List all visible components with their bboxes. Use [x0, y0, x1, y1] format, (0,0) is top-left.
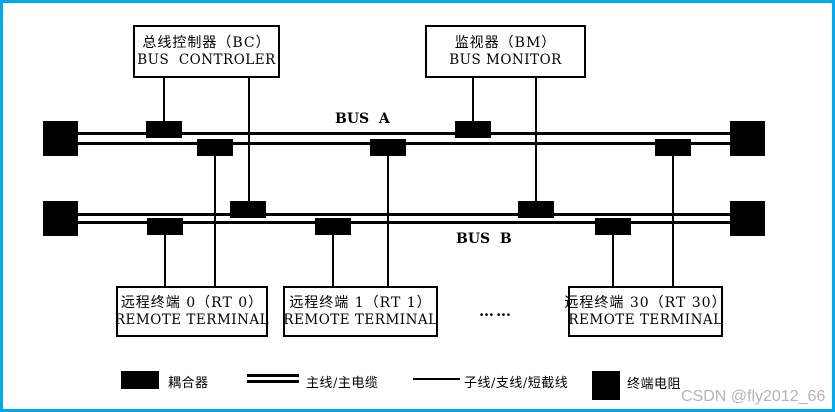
stub-bc-to-bus-a [163, 78, 165, 121]
coupler-rt30-bus-a [655, 139, 691, 156]
terminator-resistor-bus-b-right [730, 201, 765, 236]
stub-bm-to-bus-b [535, 78, 537, 201]
legend-label-main-line: 主线/主电缆 [306, 376, 379, 391]
coupler-rt0-bus-b [147, 218, 183, 235]
terminator-swatch-icon [592, 371, 620, 400]
ellipsis-dots: …… [479, 302, 513, 320]
csdn-watermark: CSDN @fly2012_66 [681, 388, 826, 405]
stub-rt30-to-bus-b [612, 235, 614, 286]
stub-rt30-to-bus-a [672, 156, 674, 286]
bus-a-line-upper [76, 132, 731, 135]
main-line-swatch-icon [247, 374, 299, 377]
stub-bc-to-bus-b [248, 78, 250, 201]
stub-rt0-to-bus-a [214, 156, 216, 286]
main-line-swatch-icon [247, 380, 299, 383]
coupler-bc-bus-b [230, 201, 266, 218]
remote-terminal-30-box: 远程终端 30（RT 30） REMOTE TERMINAL [564, 286, 726, 337]
stub-rt0-to-bus-b [164, 235, 166, 286]
bus-monitor-label-cn: 监视器（BM） [454, 34, 557, 51]
remote-terminal-0-label-cn: 远程终端 0（RT 0） [120, 294, 264, 311]
bus-b-label: BUS B [456, 231, 512, 247]
remote-terminal-1-label-cn: 远程终端 1（RT 1） [289, 294, 432, 311]
stub-bm-to-bus-a [472, 78, 474, 121]
remote-terminal-1-box: 远程终端 1（RT 1） REMOTE TERMINAL [283, 286, 438, 337]
bus-monitor-box: 监视器（BM） BUS MONITOR [425, 25, 586, 78]
coupler-bm-bus-b [518, 201, 554, 218]
legend-label-terminator: 终端电阻 [627, 377, 682, 392]
stub-line-swatch-icon [413, 378, 460, 380]
bus-controller-label-en: BUS CONTROLER [137, 51, 276, 68]
remote-terminal-0-label-en: REMOTE TERMINAL [114, 311, 270, 328]
bus-controller-box: 总线控制器（BC） BUS CONTROLER [133, 25, 280, 78]
remote-terminal-0-box: 远程终端 0（RT 0） REMOTE TERMINAL [114, 286, 270, 337]
coupler-bm-bus-a [455, 121, 491, 138]
coupler-swatch-icon [121, 371, 159, 389]
bus-b-line-upper [76, 213, 731, 216]
bus-monitor-label-en: BUS MONITOR [449, 51, 562, 68]
bus-controller-label-cn: 总线控制器（BC） [142, 34, 271, 51]
terminator-resistor-bus-a-left [43, 121, 78, 156]
remote-terminal-30-label-cn: 远程终端 30（RT 30） [564, 294, 727, 311]
coupler-rt0-bus-a [197, 139, 233, 156]
terminator-resistor-bus-b-left [43, 201, 78, 236]
coupler-rt30-bus-b [595, 218, 631, 235]
coupler-rt1-bus-a [370, 139, 406, 156]
bus-b-line-lower [76, 221, 731, 224]
terminator-resistor-bus-a-right [730, 121, 765, 156]
remote-terminal-1-label-en: REMOTE TERMINAL [283, 311, 438, 328]
stub-rt1-to-bus-b [332, 235, 334, 286]
legend-label-stub-line: 子线/支线/短截线 [464, 376, 569, 391]
legend-label-coupler: 耦合器 [168, 376, 209, 391]
remote-terminal-30-label-en: REMOTE TERMINAL [568, 311, 723, 328]
stub-rt1-to-bus-a [387, 156, 389, 286]
bus-a-label: BUS A [335, 111, 390, 127]
coupler-rt1-bus-b [315, 218, 351, 235]
coupler-bc-bus-a [146, 121, 182, 138]
